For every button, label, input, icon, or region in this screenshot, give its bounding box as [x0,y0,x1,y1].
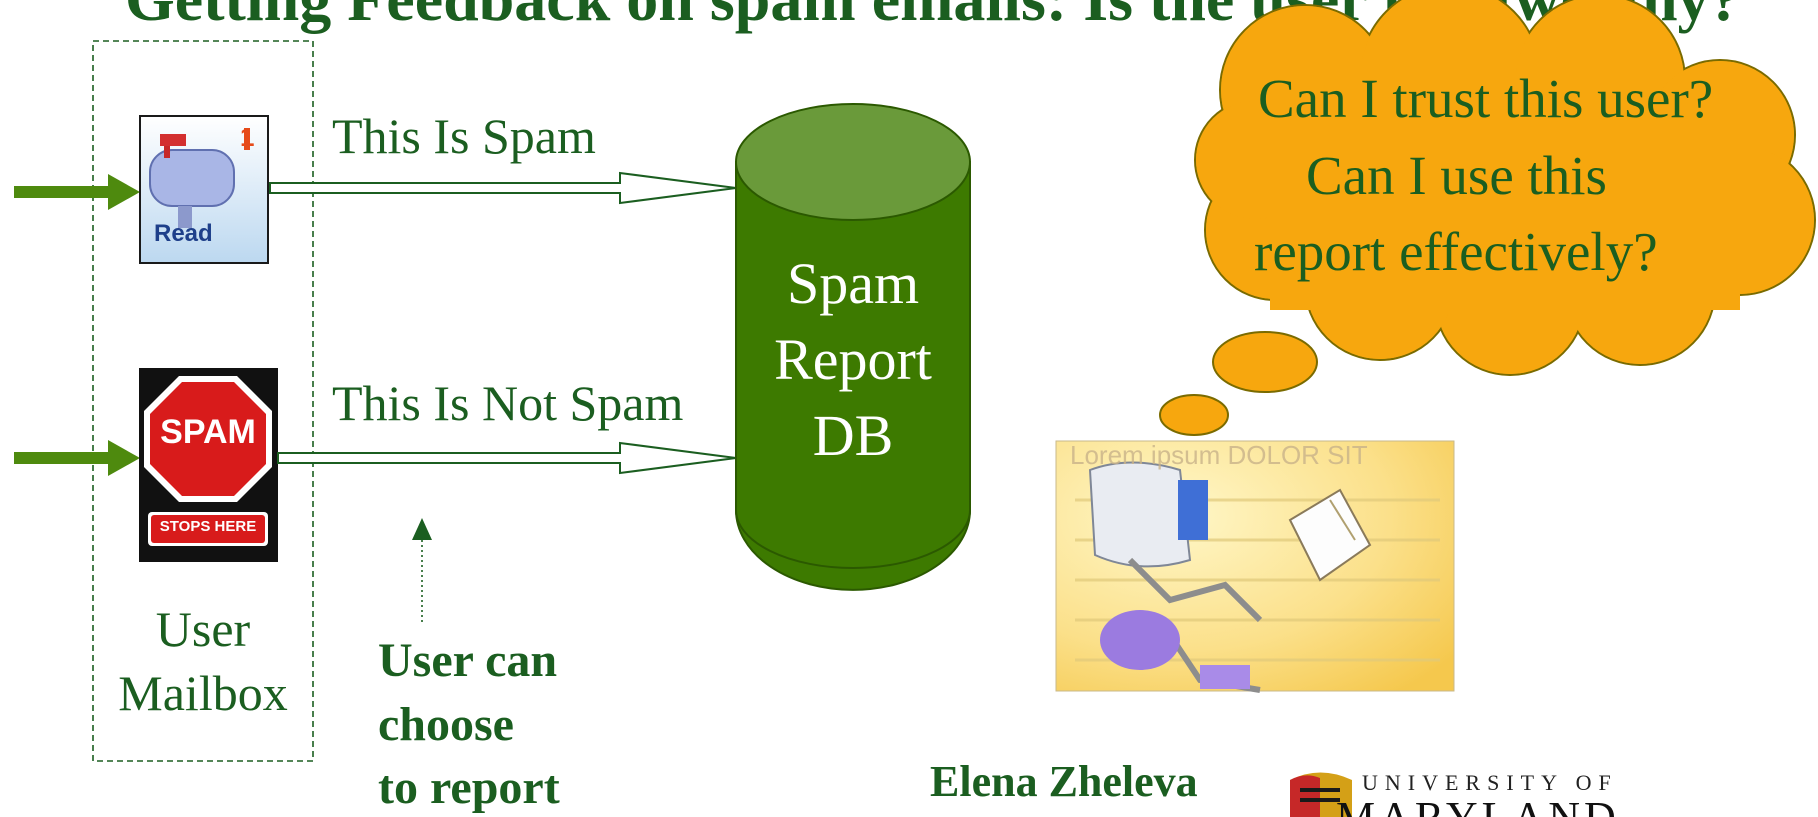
db-label-line2: Report [774,327,932,392]
thought-line2: Can I use this [1306,145,1607,206]
spam-sign-sublabel: STOPS HERE [159,518,257,535]
mailbox-icon-label: Read [154,220,213,247]
author-name: Elena Zheleva [930,757,1198,806]
university-logo-line2: MARYLAND [1336,792,1620,817]
mailbox-border [92,40,314,762]
thought-dot-large [1212,331,1318,393]
incoming-arrow-bottom [14,440,140,476]
thought-line1: Can I trust this user? [1258,68,1714,129]
spam-sign-label: SPAM [160,413,256,451]
user-note-line3: to report [378,761,560,814]
mailbox-icon-badge: 1 [240,122,255,152]
university-logo-line1: UNIVERSITY OF [1362,770,1618,795]
reader-image-text: Lorem ipsum DOLOR SIT [1070,440,1368,470]
user-note-line1: User can [378,634,558,687]
thought-line3: report effectively? [1254,221,1658,282]
db-label-line3: DB [812,403,894,468]
db-label-line1: Spam [786,251,920,316]
user-note-line2: choose [378,698,514,751]
user-choice-pointer [412,518,432,622]
spam-arrow-label: This Is Spam [332,108,596,164]
mailbox-label-line2: Mailbox [118,665,288,721]
spam-sign-image[interactable] [139,368,278,562]
mailbox-icon[interactable] [139,115,269,264]
spam-report-database [735,103,971,591]
robot-reader-image [1055,440,1455,693]
thought-bubble [1194,0,1816,376]
thought-dot-small [1159,394,1229,436]
incoming-arrow-top [14,174,140,210]
university-logo-emblem [1290,772,1352,817]
report-not-spam-arrow [277,441,737,475]
not-spam-arrow-label: This Is Not Spam [332,375,684,431]
report-spam-arrow [269,171,737,205]
mailbox-label-line1: User [155,601,251,657]
